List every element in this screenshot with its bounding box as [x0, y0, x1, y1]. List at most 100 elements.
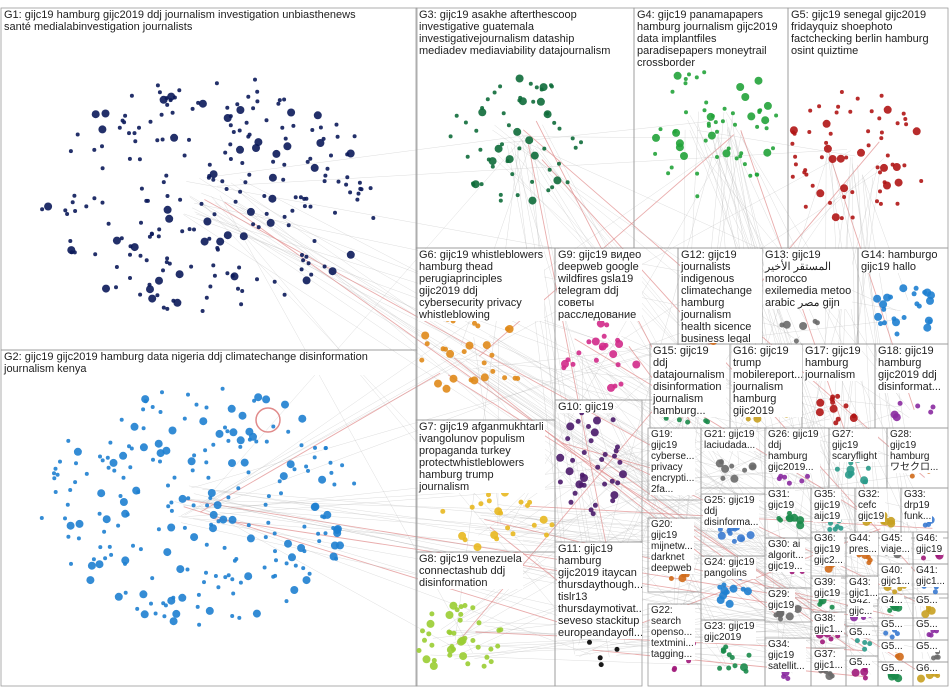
group-label-g11: G11: gijc19 hamburg gijc2019 itaycan thu…: [557, 543, 642, 639]
node-g1: [148, 119, 153, 124]
node-g21: [721, 464, 730, 473]
edge: [851, 163, 928, 652]
node-g8: [462, 635, 468, 641]
node-g2: [135, 606, 140, 611]
node-g7: [549, 522, 555, 528]
node-g4: [666, 171, 671, 176]
node-g32: [887, 516, 896, 525]
node-g5: [880, 163, 888, 172]
node-g2: [167, 523, 176, 532]
node-g1: [215, 246, 220, 250]
node-g2: [192, 453, 197, 458]
node-g1: [225, 271, 230, 276]
group-label-g26: G26: gijc19 ddj hamburg gijc2019...: [767, 429, 820, 473]
node-g2: [207, 489, 216, 497]
node-g2: [106, 465, 111, 470]
node-g1: [132, 131, 137, 136]
node-g5: [793, 162, 798, 167]
node-g2: [316, 531, 321, 536]
node-g2: [313, 445, 317, 450]
edge: [202, 203, 604, 631]
node-g1: [312, 239, 317, 243]
node-g2: [178, 494, 187, 503]
node-g3: [498, 198, 503, 203]
node-g8: [429, 662, 438, 670]
node-g1: [283, 142, 292, 151]
node-g1: [287, 108, 296, 117]
node-g8: [496, 627, 502, 633]
node-g10: [581, 450, 587, 455]
edge: [474, 604, 825, 659]
node-g1: [212, 212, 217, 217]
node-g1: [127, 156, 132, 161]
node-g3: [528, 196, 537, 205]
node-g2: [168, 426, 177, 435]
group-label-g43: G43: gijc1...: [848, 577, 878, 599]
edge: [523, 136, 728, 139]
node-g17: [843, 403, 849, 409]
node-g1: [251, 106, 256, 111]
node-g4: [707, 131, 716, 140]
node-g2: [284, 539, 292, 548]
node-g2: [185, 567, 190, 572]
node-g5: [894, 178, 903, 187]
node-g1: [211, 177, 216, 182]
node-g7: [544, 532, 549, 538]
node-g21: [730, 474, 739, 483]
node-g2: [108, 440, 113, 445]
node-g1: [93, 252, 98, 257]
node-g1: [106, 221, 111, 226]
node-g2: [191, 503, 196, 508]
node-g3: [480, 106, 485, 110]
node-g1: [310, 128, 315, 132]
group-label-g29: G29: gijc19: [767, 589, 796, 611]
node-g2: [223, 575, 228, 580]
node-g1: [264, 211, 269, 216]
node-g3: [500, 142, 504, 147]
node-g2: [323, 510, 332, 519]
node-g1: [70, 200, 75, 205]
node-g3: [478, 147, 483, 152]
node-g1: [139, 220, 143, 225]
node-g2: [288, 553, 296, 562]
node-g15: [705, 419, 710, 425]
node-g2: [118, 494, 123, 498]
node-g3: [557, 126, 562, 131]
node-g1: [299, 267, 304, 272]
node-g2: [330, 541, 339, 550]
node-g1: [155, 138, 160, 143]
node-g14: [927, 291, 935, 300]
edge: [207, 513, 591, 655]
node-g1: [192, 227, 196, 232]
node-g2: [102, 515, 111, 524]
node-g9: [576, 350, 582, 356]
node-g8: [484, 654, 490, 660]
node-g1: [170, 110, 175, 115]
node-g2: [141, 426, 146, 431]
node-g2: [151, 457, 155, 462]
group-label-g5h: G5...: [880, 663, 904, 674]
node-g2: [213, 501, 222, 510]
node-g1: [100, 144, 104, 149]
node-g17: [833, 420, 839, 426]
node-g2: [246, 470, 251, 475]
group-label-g46: G46: gijc19: [915, 533, 944, 555]
group-label-g14: G14: hamburgo gijc19 hallo: [860, 249, 939, 273]
node-g5: [819, 155, 824, 160]
node-g7: [539, 515, 548, 524]
node-g2: [226, 495, 231, 500]
edge: [720, 148, 899, 655]
node-g1: [163, 205, 172, 214]
group-label-g5d: G5...: [848, 627, 872, 638]
node-g10: [570, 457, 576, 463]
node-g1: [305, 159, 310, 164]
node-g23: [740, 663, 748, 672]
node-g2: [292, 467, 297, 472]
node-g2: [149, 601, 153, 606]
node-g14: [881, 306, 887, 312]
edge: [209, 137, 524, 496]
node-g2: [328, 460, 333, 465]
node-g1: [98, 125, 107, 134]
node-g1: [178, 197, 183, 202]
node-g6: [465, 341, 474, 350]
